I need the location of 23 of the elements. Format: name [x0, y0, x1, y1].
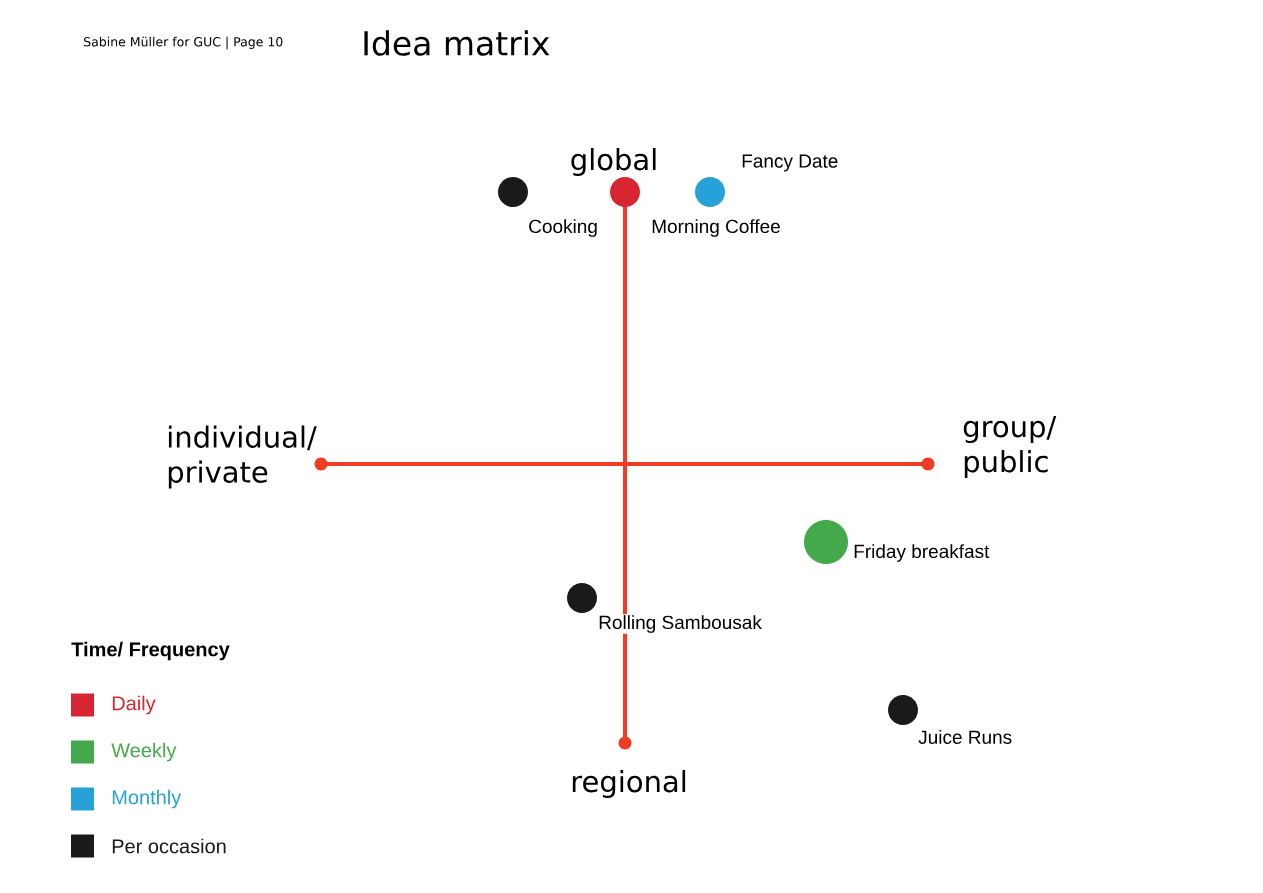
legend-label: Monthly [112, 789, 182, 809]
data-point [567, 583, 597, 613]
legend-title: Time/ Frequency [71, 641, 230, 661]
legend-label: Per occasion [112, 838, 226, 854]
data-point [888, 695, 918, 725]
data-point [695, 177, 725, 207]
page-header: Sabine Müller for GUC | Page 10 [84, 36, 283, 50]
axis-label: regional [572, 769, 686, 799]
point-label: Cooking [529, 219, 597, 237]
title: Idea matrix [364, 30, 550, 56]
point-label: Friday breakfast [854, 544, 990, 562]
legend-label: Daily [112, 695, 156, 715]
point-label: Fancy Date [742, 154, 838, 172]
point-label: Rolling Sambousak [597, 614, 763, 634]
data-point [498, 177, 528, 207]
point-label: Juice Runs [918, 730, 1012, 744]
data-point [610, 177, 640, 207]
axis-label: global [571, 147, 656, 177]
axis-label: individual/ private [168, 425, 317, 489]
axis-label: group/ public [963, 415, 1057, 479]
point-label: Morning Coffee [652, 219, 780, 237]
legend-label: Weekly [111, 742, 177, 762]
data-point [804, 520, 848, 564]
